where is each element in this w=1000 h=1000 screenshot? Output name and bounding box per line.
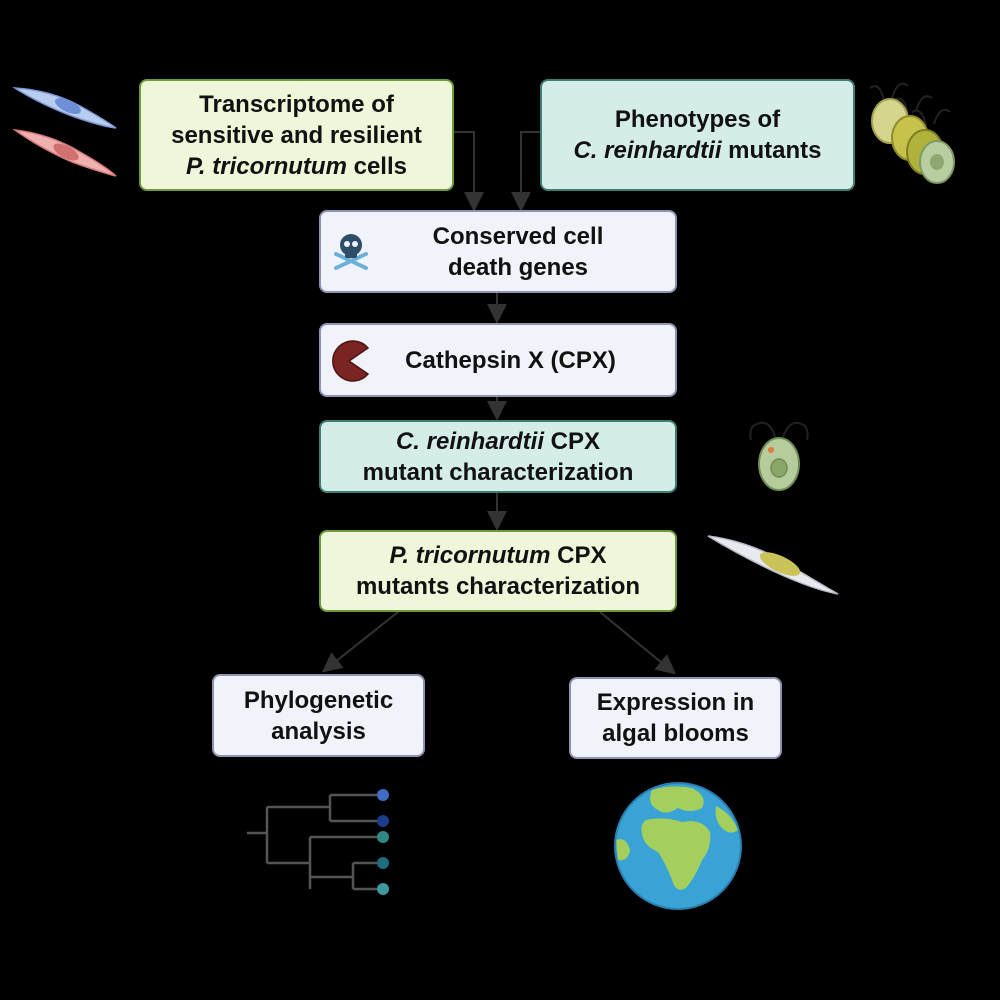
pacman-enzyme-icon bbox=[332, 340, 370, 382]
cathepsin-label: Cathepsin X (CPX) bbox=[405, 346, 616, 374]
earth-globe-icon bbox=[614, 782, 742, 910]
phenotypes-species: C. reinhardtii bbox=[573, 137, 722, 164]
cr-cpx-line1-rest: CPX bbox=[544, 427, 601, 455]
phenotypes-line1: Phenotypes of bbox=[614, 106, 781, 133]
diatom-red-icon bbox=[12, 128, 117, 177]
chlamydomonas-group-icon bbox=[869, 82, 955, 184]
transcriptome-species: P. tricornutum bbox=[186, 152, 347, 180]
chlamydomonas-icon bbox=[749, 421, 809, 491]
cr-cpx-line2: mutant characterization bbox=[362, 458, 634, 486]
expression-box: Expression in algal blooms bbox=[569, 677, 782, 759]
pt-cpx-line1-rest: CPX bbox=[550, 542, 607, 569]
pt-cpx-box: P. tricornutum CPX mutants characterizat… bbox=[319, 530, 677, 612]
pt-cpx-line2: mutants characterization bbox=[355, 573, 641, 600]
phenotypes-box: Phenotypes of C. reinhardtii mutants bbox=[540, 79, 855, 191]
pt-cpx-species: P. tricornutum bbox=[389, 542, 551, 569]
diatom-yellow-icon bbox=[707, 535, 839, 595]
phylogenetic-tree-icon bbox=[247, 789, 389, 895]
cr-cpx-box: C. reinhardtii CPX mutant characterizati… bbox=[319, 420, 677, 493]
diatom-blue-icon bbox=[12, 87, 117, 129]
expression-line1: Expression in bbox=[596, 689, 755, 716]
transcriptome-line3-rest: cells bbox=[346, 152, 407, 180]
arrow-transcriptome-to-conserved bbox=[454, 131, 484, 212]
expression-line2: algal blooms bbox=[602, 720, 749, 747]
transcriptome-box: Transcriptome of sensitive and resilient… bbox=[139, 79, 454, 191]
phylo-line2: analysis bbox=[271, 717, 366, 745]
cr-cpx-species: C. reinhardtii bbox=[395, 427, 544, 455]
arrow-ptcpx-to-phylo bbox=[321, 611, 399, 673]
conserved-line2: death genes bbox=[447, 253, 589, 281]
cathepsin-box: Cathepsin X (CPX) bbox=[319, 323, 677, 397]
phylo-line1: Phylogenetic bbox=[243, 686, 394, 714]
conserved-line1: Conserved cell bbox=[432, 222, 604, 250]
arrow-ptcpx-to-expression bbox=[599, 611, 677, 675]
conserved-genes-box: Conserved cell death genes bbox=[319, 210, 677, 293]
transcriptome-line2: sensitive and resilient bbox=[171, 121, 422, 149]
transcriptome-line1: Transcriptome of bbox=[199, 90, 394, 118]
arrow-phenotypes-to-conserved bbox=[511, 131, 541, 212]
skull-crossbones-icon bbox=[334, 234, 368, 270]
phenotypes-line2-rest: mutants bbox=[721, 137, 822, 164]
phylogenetic-box: Phylogenetic analysis bbox=[212, 674, 425, 757]
